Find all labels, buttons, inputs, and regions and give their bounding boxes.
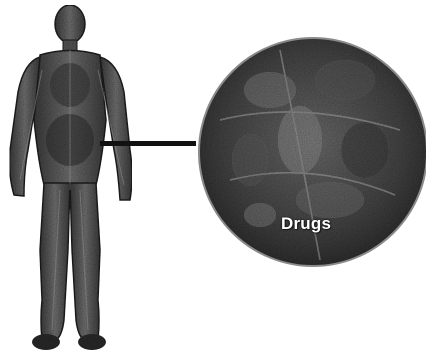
figure-right-leg [70, 183, 100, 340]
figure-left-foot [32, 334, 60, 350]
figure-head [55, 5, 85, 43]
zoom-connector-line [100, 141, 196, 146]
figure-right-foot [78, 334, 106, 350]
drugs-label: Drugs [281, 214, 331, 234]
human-figure [10, 5, 133, 350]
figure-left-leg [40, 183, 70, 340]
